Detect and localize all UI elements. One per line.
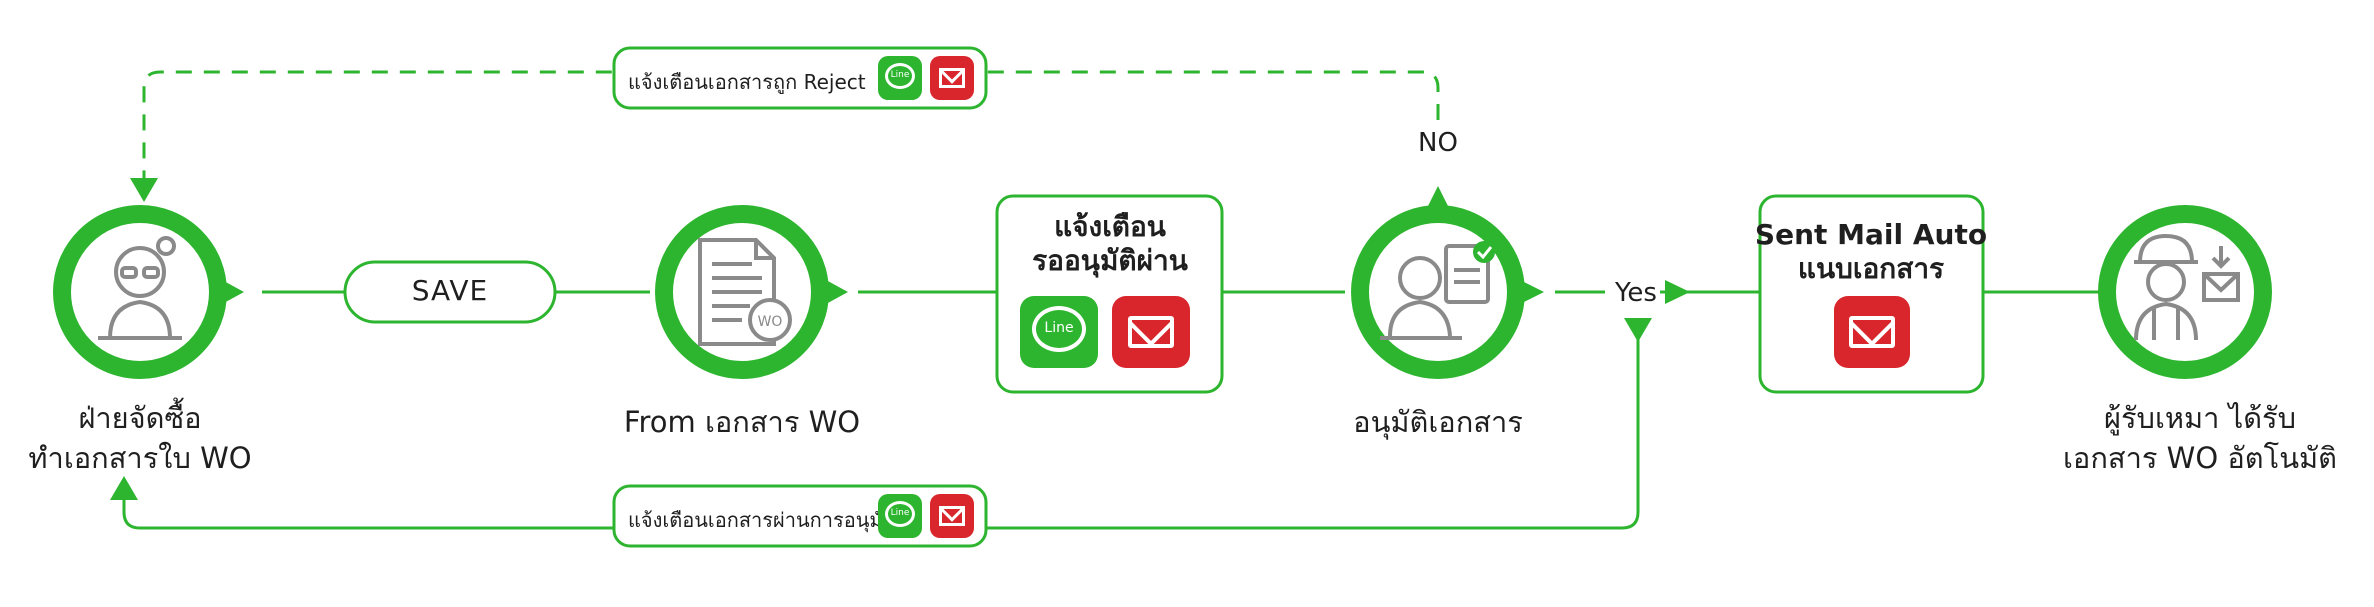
approved-note-line-text: Line — [890, 508, 910, 518]
reject-note-line-text: Line — [890, 70, 910, 80]
reject-loop-arrowhead — [130, 178, 158, 202]
node-approve-label-line-1: อนุมัติเอกสาร — [1353, 405, 1523, 439]
approved-note-line-icon: Line — [878, 494, 922, 538]
node-form-label-line-1: From เอกสาร WO — [623, 405, 861, 439]
mail-box-text: Sent Mail Auto แนบเอกสาร — [1755, 218, 1987, 286]
mail-box-shape — [1758, 194, 1985, 394]
approved-check-icon — [1473, 241, 1495, 263]
branch-yes-label: Yes — [1615, 278, 1657, 308]
branch-no-label: NO — [1418, 128, 1458, 158]
reject-loop-path — [142, 70, 1440, 180]
reject-note-label: แจ้งเตือนเอกสารถูก Reject — [628, 70, 866, 94]
node-form-label: From เอกสาร WO — [624, 402, 860, 442]
node-contractor — [2098, 205, 2272, 379]
approved-loop-arrowhead — [110, 476, 138, 500]
node-purchasing-label: ฝ่ายจัดซื้อ ทำเอกสารใบ WO — [28, 398, 251, 478]
mail-box-line-2: แนบเอกสาร — [1797, 252, 1945, 285]
node-form: WO — [655, 205, 848, 379]
save-pill-shape — [343, 260, 557, 324]
approved-note-mail-icon — [930, 494, 974, 538]
node-purchasing — [53, 205, 244, 379]
save-pill-label: SAVE — [411, 274, 489, 307]
mail-box-line-1: Sent Mail Auto — [1754, 218, 1988, 251]
approver-man-icon — [1380, 244, 1490, 340]
notify-box-line-1: แจ้งเตือน — [1054, 210, 1166, 243]
worker-mail-icon — [2134, 233, 2240, 341]
node-approve-label: อนุมัติเอกสาร — [1353, 402, 1523, 442]
arrow-yes-mail — [1665, 280, 1690, 304]
notify-line-badge-icon: Line — [1020, 296, 1098, 368]
reject-note-line-icon: Line — [878, 56, 922, 100]
wo-document-icon — [698, 238, 792, 346]
node-contractor-label: ผู้รับเหมา ได้รับ เอกสาร WO อัตโนมัติ — [2063, 398, 2337, 478]
node-contractor-label-line-1: ผู้รับเหมา ได้รับ — [2103, 401, 2297, 435]
notify-box-text: แจ้งเตือน รออนุมัติผ่าน — [1032, 210, 1188, 278]
approved-note-label: แจ้งเตือนเอกสารผ่านการอนุมัติ — [628, 508, 896, 532]
notify-box-line-2: รออนุมัติผ่าน — [1032, 244, 1188, 277]
svg-text:WO: WO — [758, 314, 783, 330]
approved-loop-top-arrowhead — [1624, 318, 1652, 342]
officer-woman-icon — [98, 236, 182, 340]
node-purchasing-label-line-1: ฝ่ายจัดซื้อ — [78, 401, 202, 435]
node-approve — [1351, 186, 1544, 379]
reject-note-mail-icon — [930, 56, 974, 100]
notify-mail-badge-icon — [1112, 296, 1190, 368]
mail-box-mail-icon — [1834, 296, 1910, 368]
notify-line-badge-text: Line — [1044, 320, 1074, 336]
node-contractor-label-line-2: เอกสาร WO อัตโนมัติ — [2063, 441, 2337, 475]
node-purchasing-label-line-2: ทำเอกสารใบ WO — [28, 441, 252, 475]
